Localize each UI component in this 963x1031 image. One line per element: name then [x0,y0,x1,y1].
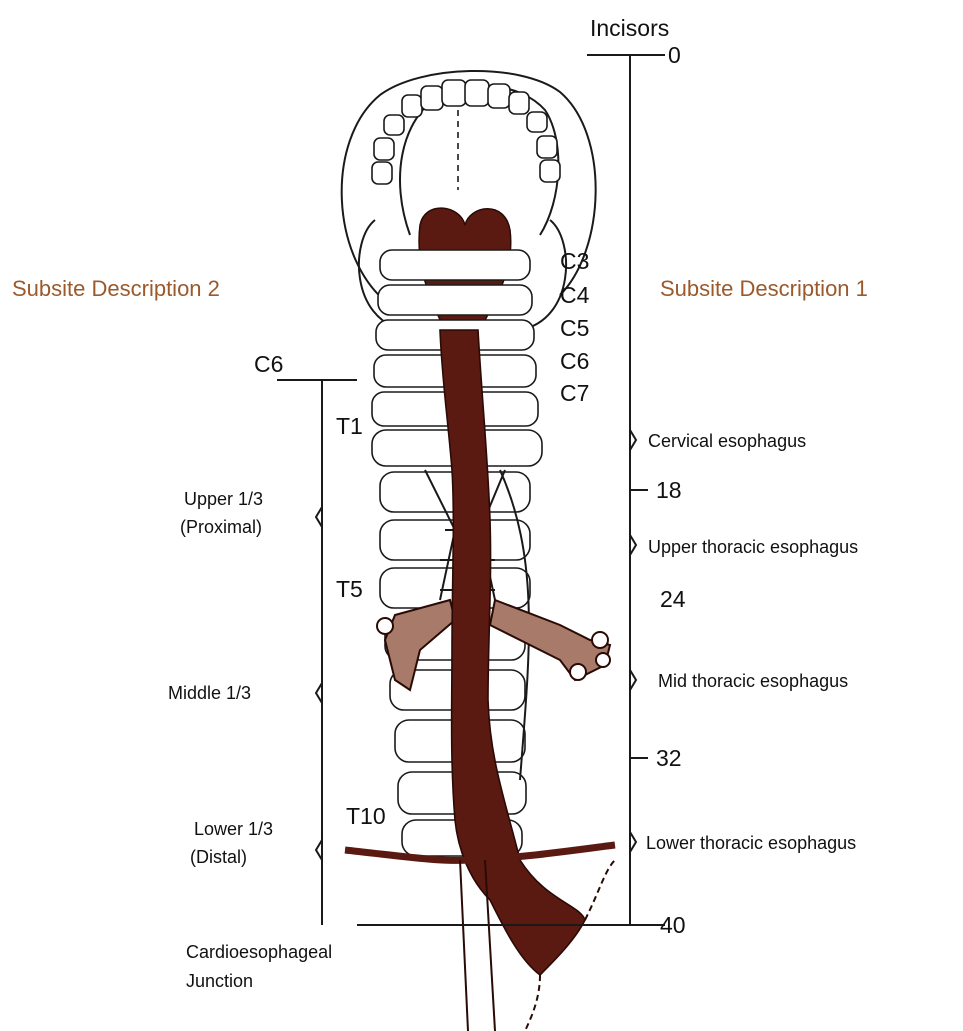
subsite-description-2: Subsite Description 2 [12,278,220,300]
region-cervical: Cervical esophagus [648,432,806,450]
mark-40cm: 40 [660,914,686,937]
vertebra-c7: C7 [560,382,589,405]
left-scale [277,380,357,925]
incisors-label: Incisors [590,17,669,40]
mark-18cm: 18 [656,479,682,502]
left-scale-top-c6: C6 [254,353,283,376]
vertebra-t1: T1 [336,415,363,438]
junction-label: Junction [186,972,253,990]
vertebra-t5: T5 [336,578,363,601]
lower-third-label: Lower 1/3 [194,820,273,838]
upper-third-sub: (Proximal) [180,518,262,536]
lower-third-sub: (Distal) [190,848,247,866]
region-upper-thoracic: Upper thoracic esophagus [648,538,858,556]
vertebra-c3: C3 [560,250,589,273]
vertebra-c6: C6 [560,350,589,373]
subsite-description-1: Subsite Description 1 [660,278,868,300]
cardioesophageal-label: Cardioesophageal [186,943,332,961]
middle-third-label: Middle 1/3 [168,684,251,702]
upper-third-label: Upper 1/3 [184,490,263,508]
mark-32cm: 32 [656,747,682,770]
vertebra-t10: T10 [346,805,386,828]
region-mid-thoracic: Mid thoracic esophagus [658,672,848,690]
mark-24cm: 24 [660,588,686,611]
vertebra-c4: C4 [560,284,589,307]
region-lower-thoracic: Lower thoracic esophagus [646,834,856,852]
mark-0cm: 0 [668,44,681,67]
vertebra-c5: C5 [560,317,589,340]
